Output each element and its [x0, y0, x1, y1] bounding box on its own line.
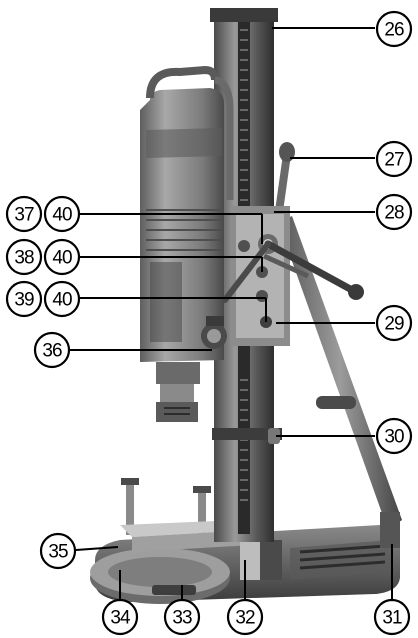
callout-31-label: 31	[382, 608, 402, 629]
callout-34: 34	[101, 598, 139, 636]
base-wheel	[90, 548, 230, 604]
callout-35-label: 35	[48, 542, 68, 563]
callouts: 26 27 28 37 40 38 40 39 40 29 36 30 35 3…	[5, 10, 413, 636]
callout-33: 33	[163, 598, 201, 636]
callout-29-label: 29	[384, 314, 404, 335]
callout-28: 28	[375, 193, 413, 231]
callout-27: 27	[375, 140, 413, 178]
callout-32-label: 32	[235, 608, 255, 629]
callout-40-a-label: 40	[52, 205, 72, 226]
callout-36: 36	[33, 331, 71, 369]
callout-40-c-label: 40	[52, 290, 72, 311]
callout-30-label: 30	[384, 427, 404, 448]
callout-40-a: 40	[43, 195, 81, 233]
callout-28-label: 28	[384, 203, 404, 224]
callout-35: 35	[39, 532, 77, 570]
callout-26: 26	[375, 10, 413, 48]
callout-37-label: 37	[14, 205, 34, 226]
callout-29: 29	[375, 304, 413, 342]
callout-40-c: 40	[43, 280, 81, 318]
callout-30: 30	[375, 417, 413, 455]
leader-lines	[70, 27, 393, 600]
callout-34-label: 34	[110, 608, 131, 629]
carriage	[222, 206, 364, 346]
motor-housing	[140, 65, 234, 422]
callout-38-label: 38	[14, 248, 34, 269]
callout-38: 38	[5, 238, 43, 276]
callout-33-label: 33	[172, 608, 192, 629]
callout-36-label: 36	[42, 341, 62, 362]
callout-27-label: 27	[384, 150, 404, 171]
callout-40-b: 40	[43, 238, 81, 276]
callout-39-label: 39	[14, 290, 34, 311]
support-strut	[278, 216, 402, 548]
callout-37: 37	[5, 195, 43, 233]
callout-39: 39	[5, 280, 43, 318]
callout-40-b-label: 40	[52, 248, 72, 269]
callout-31: 31	[373, 598, 411, 636]
drill-stand-illustration	[90, 8, 402, 604]
callout-32: 32	[226, 598, 264, 636]
callout-26-label: 26	[384, 20, 404, 41]
